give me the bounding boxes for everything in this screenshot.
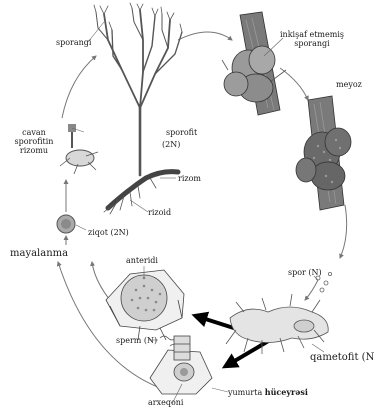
arrow-sporangium-to-meiosis [280, 68, 308, 100]
label-archegonium: arxeqoni [148, 398, 184, 407]
label-egg-cell-bold: hüceyrəsi [265, 387, 308, 397]
label-rhizome: rizom [178, 174, 201, 183]
label-antheridium: anteridi [126, 256, 158, 265]
label-sporophyte: sporofit [166, 128, 197, 137]
label-gametophyte: qametofit (N) [310, 352, 374, 363]
label-undeveloped-sporangium: inkişaf etmemiş sporangi [278, 30, 346, 48]
arrow-spores-to-gametophyte [305, 280, 318, 300]
arrow-sporophyte-to-sporangium [178, 32, 232, 40]
label-meiosis: meyoz [336, 80, 362, 89]
arrow-young-to-sporophyte [62, 56, 96, 118]
label-spore: spor (N) [288, 268, 322, 277]
sporangium-meiosis [296, 96, 351, 210]
arrow-gametophyte-to-archegonium [226, 340, 270, 366]
archegonium [150, 336, 212, 394]
sporophyte-rhizome [108, 172, 178, 208]
label-egg-cell-prefix: yumurta [228, 388, 262, 397]
arrow-meiosis-to-spores [340, 205, 347, 258]
label-sporangium: sporangi [56, 38, 91, 47]
antheridium [106, 270, 184, 340]
label-zygote: ziqot (2N) [88, 228, 129, 237]
label-rhizoid: rizoid [148, 208, 171, 217]
label-fertilization: mayalanma [10, 248, 68, 259]
sporophyte-plant [94, 3, 182, 214]
zygote-cell [57, 215, 75, 233]
label-sporophyte-ploidy: (2N) [162, 140, 180, 149]
label-young-sporophyte-rhizome: cavan sporofitin rizomu [8, 128, 60, 155]
young-sporophyte [60, 124, 98, 174]
sporangium-undeveloped [222, 12, 286, 115]
gametophyte [226, 294, 328, 354]
label-egg-cell: yumurta hüceyrəsi [228, 388, 308, 397]
label-sperm: sperm (N) [116, 336, 157, 345]
leader-lines [72, 22, 324, 404]
